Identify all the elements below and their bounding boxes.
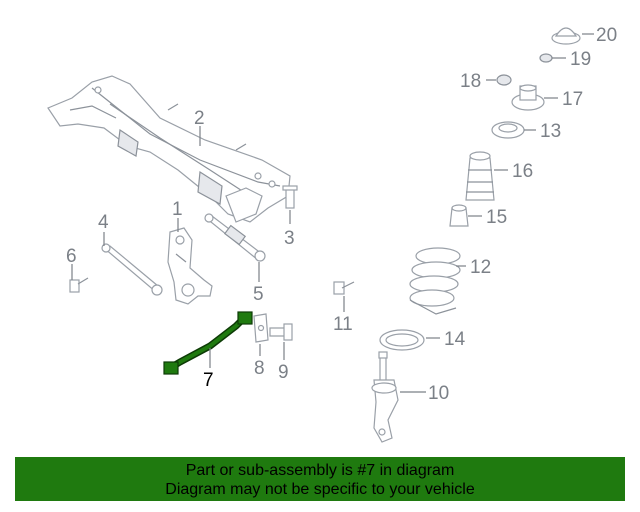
callout-5: 5 xyxy=(253,284,264,305)
callout-16: 16 xyxy=(512,161,533,182)
nut-part-19 xyxy=(539,53,553,63)
lateral-link-part-4 xyxy=(101,243,163,296)
callout-18: 18 xyxy=(460,71,481,92)
coil-spring-part-12 xyxy=(409,247,461,315)
callout-17: 17 xyxy=(562,89,583,110)
callout-6: 6 xyxy=(66,246,77,267)
callout-11: 11 xyxy=(333,314,353,335)
banner-line-2: Diagram may not be specific to your vehi… xyxy=(165,481,475,498)
nut-part-18 xyxy=(496,74,512,86)
parts-diagram: 1 2 3 4 5 6 7 8 9 10 11 12 13 14 15 16 1… xyxy=(47,25,617,443)
link-part-5 xyxy=(204,213,266,262)
bolt-part-3 xyxy=(282,185,298,209)
cap-part-20 xyxy=(551,27,581,45)
callout-3: 3 xyxy=(284,228,295,249)
callout-20: 20 xyxy=(596,25,617,46)
subframe-crossmember xyxy=(47,75,291,223)
callout-4: 4 xyxy=(98,212,109,233)
callout-9: 9 xyxy=(278,362,289,383)
bump-stop-part-15 xyxy=(449,204,469,227)
callout-12: 12 xyxy=(470,257,491,278)
callout-1: 1 xyxy=(172,199,183,220)
bolt-part-9 xyxy=(269,323,293,341)
callout-15: 15 xyxy=(486,207,507,228)
strut-part-10 xyxy=(371,351,399,443)
bolt-part-11 xyxy=(333,281,355,295)
callout-10: 10 xyxy=(428,383,449,404)
trailing-arm-part-7 xyxy=(163,311,253,375)
dust-boot-part-16 xyxy=(465,151,495,201)
bolt-part-6 xyxy=(69,277,89,293)
callout-leaders xyxy=(71,33,594,393)
callout-labels: 1 2 3 4 5 6 7 8 9 10 11 12 13 14 15 16 1… xyxy=(66,25,617,404)
callout-13: 13 xyxy=(540,121,561,142)
banner-line-1: Part or sub-assembly is #7 in diagram xyxy=(185,462,455,479)
spring-insulator-part-14 xyxy=(379,329,425,351)
knuckle-part-1 xyxy=(167,227,213,305)
callout-8: 8 xyxy=(254,358,265,379)
bearing-part-13 xyxy=(491,121,525,139)
strut-mount-part-17 xyxy=(511,84,545,111)
callout-19: 19 xyxy=(570,49,591,70)
plate-part-8 xyxy=(253,313,269,343)
callout-7: 7 xyxy=(203,370,214,391)
callout-2: 2 xyxy=(194,108,205,129)
callout-14: 14 xyxy=(444,329,466,350)
part-info-banner: Part or sub-assembly is #7 in diagram Di… xyxy=(15,457,625,501)
